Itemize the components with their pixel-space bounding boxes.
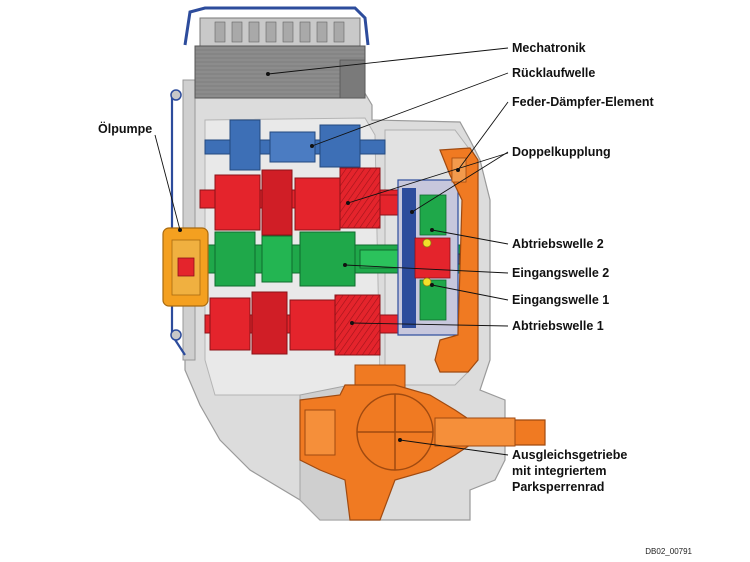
label-feder-daempfer-element: Feder-Dämpfer-Element — [512, 95, 655, 109]
label-eingangswelle-2: Eingangswelle 2 — [512, 266, 609, 280]
reverse-shaft — [204, 119, 386, 171]
label-ausgleichsgetriebe-line1: Ausgleichsgetriebe — [512, 448, 627, 462]
label-oelpumpe: Ölpumpe — [98, 121, 152, 136]
callout-labels: Mechatronik Rücklaufwelle Feder-Dämpfer-… — [98, 41, 693, 556]
output-shaft-1 — [204, 291, 411, 356]
leader-lines — [154, 47, 509, 456]
document-code: DB02_00791 — [645, 547, 692, 556]
differential — [299, 364, 546, 521]
label-eingangswelle-1: Eingangswelle 1 — [512, 293, 609, 307]
mechatronik-unit — [194, 17, 366, 99]
label-ruecklaufwelle: Rücklaufwelle — [512, 66, 595, 80]
output-shaft-2 — [199, 167, 416, 236]
dual-clutch — [397, 179, 459, 336]
label-abtriebswelle-2: Abtriebswelle 2 — [512, 237, 604, 251]
label-doppelkupplung: Doppelkupplung — [512, 145, 611, 159]
label-ausgleichsgetriebe-line2: mit integriertem — [512, 464, 606, 478]
label-mechatronik: Mechatronik — [512, 41, 586, 55]
top-frame — [170, 6, 370, 356]
label-abtriebswelle-1: Abtriebswelle 1 — [512, 319, 604, 333]
label-ausgleichsgetriebe-line3: Parksperrenrad — [512, 480, 604, 494]
oil-pump — [162, 227, 209, 307]
